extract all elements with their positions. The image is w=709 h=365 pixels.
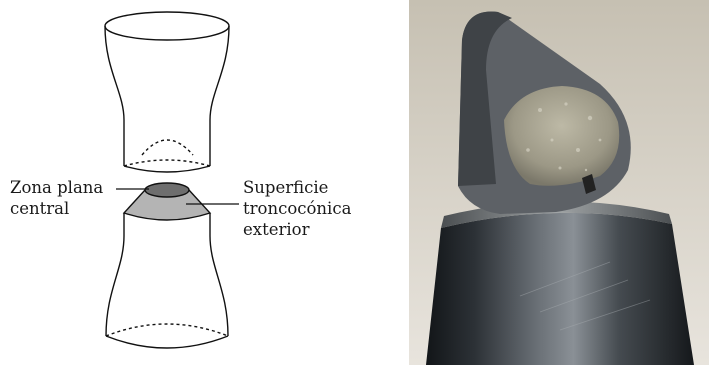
fracture-surface: [504, 86, 619, 186]
label-flat-zone-line2: central: [10, 199, 69, 218]
central-flat-zone: [145, 183, 189, 197]
schematic-diagram: Zona plana central Superficie troncocóni…: [10, 12, 352, 348]
label-conical-line1: Superficie: [243, 178, 328, 197]
upper-top-ellipse: [105, 12, 229, 40]
upper-left-profile: [105, 26, 124, 166]
upper-hidden-rim: [124, 160, 210, 166]
label-conical-line3: exterior: [243, 220, 310, 239]
label-conical-line2: troncocónica: [243, 199, 352, 218]
lower-right-profile: [210, 213, 228, 336]
lower-specimen-half: [106, 183, 228, 348]
upper-right-profile: [210, 26, 229, 166]
upper-specimen-half: [105, 12, 229, 172]
upper-bottom-rim: [124, 166, 210, 172]
label-flat-zone-line1: Zona plana: [10, 178, 103, 197]
metal-shaft: [426, 213, 694, 365]
fracture-photo: [409, 0, 709, 365]
lower-base-hidden: [106, 324, 228, 336]
upper-hidden-cup: [142, 140, 193, 155]
lower-base-front: [106, 336, 228, 348]
lower-left-profile: [106, 213, 124, 336]
